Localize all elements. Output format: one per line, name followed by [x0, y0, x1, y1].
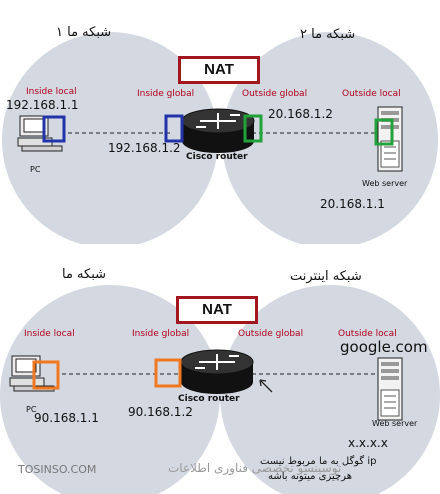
- top-ip-outside-local: 20.168.1.1: [320, 197, 385, 211]
- inside-local-marker: [32, 360, 60, 390]
- bottom-ip-outside: x.x.x.x: [348, 436, 388, 450]
- outside-local-marker: [374, 118, 394, 146]
- web-server-icon: [377, 357, 403, 421]
- top-ip-inside-global: 192.168.1.2: [108, 141, 181, 155]
- top-network-right-label: شبکه ما ۲: [300, 27, 356, 42]
- top-outside-global-label: Outside global: [242, 89, 308, 99]
- inside-global-marker: [154, 358, 182, 388]
- bottom-nat-box: NAT: [176, 296, 258, 324]
- bottom-outside-global-label: Outside global: [238, 329, 304, 339]
- bottom-note-line1: ip گوگل به ما مربوط نیست: [260, 456, 377, 467]
- top-outside-local-label: Outside local: [342, 89, 401, 99]
- top-nat-box: NAT: [178, 56, 260, 84]
- bottom-pc-label: PC: [26, 405, 37, 414]
- top-inside-global-label: Inside global: [137, 89, 195, 99]
- google-domain-label: google.com: [340, 338, 428, 356]
- top-inside-local-label: Inside local: [26, 87, 77, 97]
- inside-local-marker: [42, 115, 66, 143]
- inside-global-marker: [164, 114, 184, 143]
- bottom-note-line2: هرچیزی میتونه باشه: [268, 471, 352, 482]
- bottom-router-label: Cisco router: [178, 394, 240, 404]
- top-right-network-cloud: [222, 32, 438, 244]
- outside-global-marker: [243, 114, 263, 143]
- footer-watermark-rtl: توسینسو تخصصی فناوری اطلاعات: [168, 461, 342, 475]
- bottom-left-network-cloud: [0, 285, 220, 494]
- router-icon: [180, 349, 254, 394]
- top-left-network-cloud: [2, 32, 218, 244]
- bottom-diagram-graphic: [0, 285, 440, 494]
- top-diagram: شبکه ما ۱ شبکه ما ۲ NAT Inside local Ins…: [0, 0, 440, 244]
- cursor-arrow-icon: [259, 379, 273, 393]
- bottom-server-label: Web server: [372, 419, 418, 428]
- bottom-diagram: شبکه ما شبکه اینترنت NAT Inside local In…: [0, 250, 440, 494]
- top-ip-outside-global: 20.168.1.2: [268, 107, 333, 121]
- top-network-left-label: شبکه ما ۱: [56, 25, 112, 40]
- bottom-network-right-label: شبکه اینترنت: [290, 269, 362, 284]
- top-ip-inside-local: 192.168.1.1: [6, 98, 79, 112]
- bottom-inside-local-label: Inside local: [24, 329, 75, 339]
- bottom-ip-inside-local: 90.168.1.1: [34, 411, 99, 425]
- top-server-label: Web server: [362, 179, 408, 188]
- bottom-ip-inside-global: 90.168.1.2: [128, 405, 193, 419]
- top-pc-label: PC: [30, 165, 41, 174]
- bottom-network-left-label: شبکه ما: [62, 267, 107, 282]
- router-icon: [181, 108, 255, 153]
- bottom-inside-global-label: Inside global: [132, 329, 190, 339]
- top-diagram-graphic: [2, 32, 438, 244]
- footer-watermark: TOSINSO.COM: [18, 463, 97, 476]
- bottom-outside-local-label: Outside local: [338, 329, 397, 339]
- bottom-right-network-cloud: [220, 285, 440, 494]
- top-router-label: Cisco router: [186, 152, 248, 162]
- web-server-icon: [377, 106, 403, 172]
